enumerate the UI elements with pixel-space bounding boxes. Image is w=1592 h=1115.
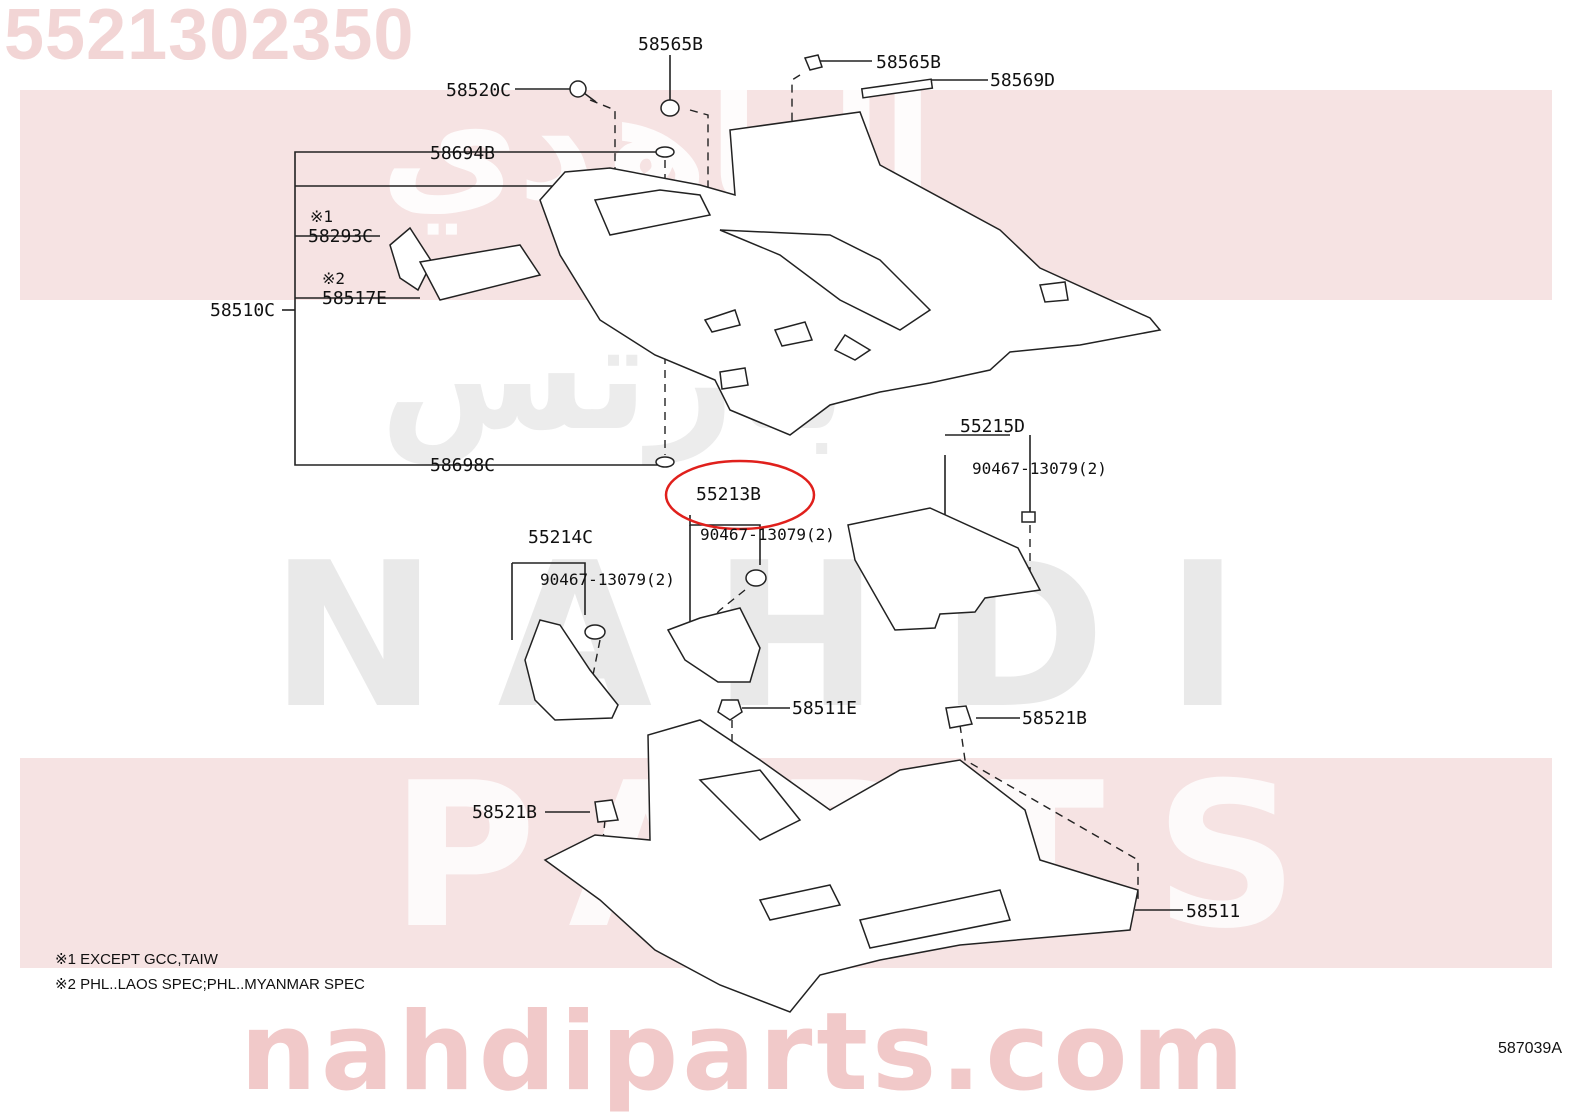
bar-58569d: [860, 78, 934, 99]
watermark-site: nahdiparts.com: [240, 990, 1249, 1115]
clip-58521b-right: [945, 705, 973, 729]
label-55213b: 55213B: [696, 484, 761, 505]
label-58521b-right: 58521B: [1022, 708, 1087, 729]
label-90467-d: 90467-13079(2): [972, 459, 1107, 478]
highlight-circle-55213b: [664, 459, 816, 531]
footnote-2: ※2 PHL..LAOS SPEC;PHL..MYANMAR SPEC: [55, 976, 365, 993]
silencer-55213b: [666, 607, 761, 683]
silencer-55214c: [524, 619, 619, 721]
label-55214c: 55214C: [528, 527, 593, 548]
label-58565b-top: 58565B: [638, 34, 703, 55]
grommet-58694b: [655, 146, 675, 158]
grommet-58698c: [655, 456, 675, 468]
clip-58565b-top: [660, 99, 680, 117]
mat-58517e: [418, 244, 542, 301]
mark-note-1: ※1: [310, 207, 333, 226]
pad-58293c: [389, 226, 433, 292]
label-58511e: 58511E: [792, 698, 857, 719]
label-58511: 58511: [1186, 901, 1240, 922]
label-58510c: 58510C: [210, 300, 275, 321]
label-58293c: 58293C: [308, 226, 373, 247]
label-58565b-right: 58565B: [876, 52, 941, 73]
label-90467-c: 90467-13079(2): [540, 570, 675, 589]
clip-58520c: [569, 80, 587, 98]
label-58698c: 58698C: [430, 455, 495, 476]
label-58521b-left: 58521B: [472, 802, 537, 823]
watermark-part-number: 5521302350: [4, 0, 415, 75]
clip-58565b-right: [803, 54, 823, 71]
label-58694b: 58694B: [430, 143, 495, 164]
silencer-55215d: [847, 507, 1042, 631]
floor-silencer-58511: [543, 719, 1139, 1013]
label-58520c: 58520C: [446, 80, 511, 101]
label-55215d: 55215D: [960, 416, 1025, 437]
clip-58511e: [717, 699, 743, 721]
label-58569d: 58569D: [990, 70, 1055, 91]
footnote-1: ※1 EXCEPT GCC,TAIW: [55, 951, 218, 968]
diagram-code: 587039A: [1497, 1040, 1562, 1057]
mark-note-2: ※2: [322, 269, 345, 288]
group-bracket-58510c: [294, 151, 660, 466]
clip-58521b-left: [594, 799, 619, 823]
label-58517e: 58517E: [322, 288, 387, 309]
label-90467-b: 90467-13079(2): [700, 525, 835, 544]
